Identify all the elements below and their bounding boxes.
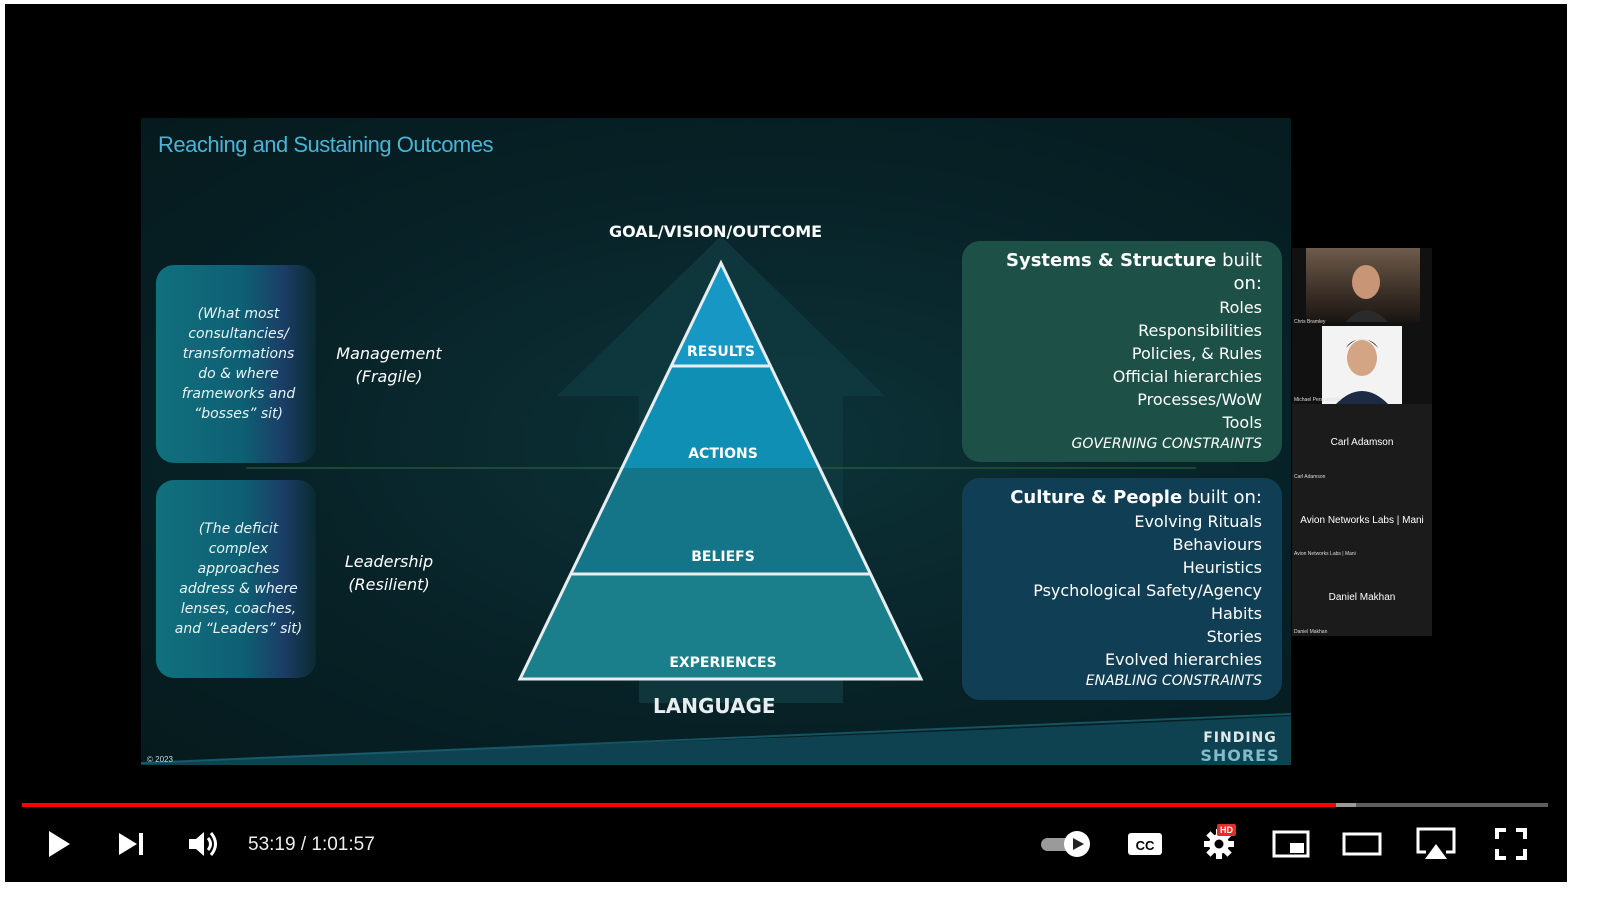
culture-people-box: Culture & People built on: Evolving Ritu… xyxy=(962,478,1282,700)
management-label-line2: (Fragile) xyxy=(355,367,423,386)
systems-item: Roles xyxy=(1219,298,1262,317)
tier-label-results: RESULTS xyxy=(686,344,756,360)
tier-label-actions: ACTIONS xyxy=(688,446,758,462)
culture-item: Heuristics xyxy=(1182,558,1262,577)
pyramid-diagram xyxy=(141,236,1291,765)
time-display: 53:19 / 1:01:57 xyxy=(248,834,375,855)
captions-icon: CC xyxy=(1128,833,1162,855)
video-player[interactable]: Reaching and Sustaining Outcomes GOAL/VI… xyxy=(5,4,1567,882)
culture-item: Habits xyxy=(1210,604,1262,623)
participant-caption: Daniel Makhan xyxy=(1294,629,1328,635)
enabling-constraints: ENABLING CONSTRAINTS xyxy=(1085,673,1262,689)
airplay-icon xyxy=(1416,827,1456,859)
volume-icon xyxy=(189,832,217,856)
finding-shores-logo: FINDING SHORES xyxy=(1195,730,1285,764)
play-button[interactable] xyxy=(41,819,77,869)
participant-video xyxy=(1306,248,1420,322)
participant-tile[interactable]: Carl Adamson Carl Adamson xyxy=(1292,404,1432,481)
systems-item: Responsibilities xyxy=(1138,321,1262,340)
tier-beliefs xyxy=(572,468,870,574)
participant-name: Daniel Makhan xyxy=(1328,592,1396,603)
leadership-label-line1: Leadership xyxy=(344,552,434,571)
systems-heading: Systems & Structure built on: xyxy=(1006,250,1262,294)
participant-caption: Avion Networks Labs | Mani xyxy=(1294,551,1356,557)
culture-item: Psychological Safety/Agency xyxy=(1033,581,1262,600)
hd-badge: HD xyxy=(1217,824,1236,836)
systems-item: Tools xyxy=(1222,413,1262,432)
tier-results xyxy=(672,263,769,366)
leadership-box-text: (The deficit complex approaches address … xyxy=(174,521,303,637)
settings-button[interactable]: HD xyxy=(1197,819,1241,869)
culture-item: Evolved hierarchies xyxy=(1105,650,1262,669)
participant-name: Carl Adamson xyxy=(1330,437,1394,448)
person-avatar-icon xyxy=(1346,265,1388,322)
systems-structure-box: Systems & Structure built on: Roles Resp… xyxy=(962,241,1282,462)
copyright: © 2023 xyxy=(147,755,173,764)
leadership-label: Leadership (Resilient) xyxy=(319,550,459,596)
progress-played xyxy=(22,803,1336,807)
participant-caption: Carl Adamson xyxy=(1294,474,1326,480)
participant-tile[interactable]: Chris Bramley xyxy=(1292,248,1432,326)
management-label: Management (Fragile) xyxy=(319,342,459,388)
person-avatar-icon xyxy=(1336,339,1388,404)
brand-line1: FINDING xyxy=(1203,730,1277,746)
culture-item: Stories xyxy=(1206,627,1262,646)
slide: Reaching and Sustaining Outcomes GOAL/VI… xyxy=(141,118,1291,765)
leadership-box: (The deficit complex approaches address … xyxy=(156,480,316,678)
participant-tile[interactable]: Daniel Makhan Daniel Makhan xyxy=(1292,558,1432,636)
control-bar: 53:19 / 1:01:57 CC xyxy=(5,819,1567,869)
systems-item: Processes/WoW xyxy=(1137,390,1262,409)
tier-label-beliefs: BELIEFS xyxy=(691,549,755,565)
tier-experiences xyxy=(520,574,921,679)
goal-label: GOAL/VISION/OUTCOME xyxy=(609,222,823,241)
autoplay-toggle-icon xyxy=(1041,831,1090,857)
leadership-label-line2: (Resilient) xyxy=(348,575,430,594)
pyramid-outline xyxy=(517,259,924,681)
management-box-text: (What most consultancies/ transformation… xyxy=(181,306,296,422)
governing-constraints: GOVERNING CONSTRAINTS xyxy=(1071,436,1262,452)
language-label: LANGUAGE xyxy=(653,694,776,718)
play-icon xyxy=(49,831,70,857)
participant-video xyxy=(1322,326,1402,404)
volume-button[interactable] xyxy=(183,819,223,869)
management-label-line1: Management xyxy=(336,344,442,363)
miniplayer-button[interactable] xyxy=(1270,819,1312,869)
fullscreen-icon xyxy=(1495,828,1527,860)
next-icon xyxy=(119,833,143,855)
systems-item: Official hierarchies xyxy=(1112,367,1262,386)
svg-text:CC: CC xyxy=(1136,838,1155,853)
gear-icon xyxy=(1204,829,1234,859)
fullscreen-button[interactable] xyxy=(1491,819,1531,869)
brand-line2: SHORES xyxy=(1200,746,1280,765)
cast-button[interactable] xyxy=(1413,819,1459,869)
theater-mode-button[interactable] xyxy=(1340,819,1384,869)
miniplayer-icon xyxy=(1272,830,1310,858)
theater-mode-icon xyxy=(1342,832,1382,856)
progress-bar[interactable] xyxy=(22,803,1548,807)
participant-caption: Chris Bramley xyxy=(1294,319,1326,325)
culture-heading: Culture & People built on: xyxy=(1010,487,1262,508)
participant-strip: Chris Bramley Michael Perscandola Carl A… xyxy=(1292,248,1432,636)
culture-item: Behaviours xyxy=(1172,535,1262,554)
participant-name: Avion Networks Labs | Mani xyxy=(1300,515,1424,526)
participant-tile[interactable]: Michael Perscandola xyxy=(1292,326,1432,404)
tier-actions xyxy=(623,366,819,468)
slide-title: Reaching and Sustaining Outcomes xyxy=(158,132,494,157)
next-button[interactable] xyxy=(113,819,149,869)
tier-label-experiences: EXPERIENCES xyxy=(669,655,777,671)
captions-button[interactable]: CC xyxy=(1125,819,1165,869)
participant-tile[interactable]: Avion Networks Labs | Mani Avion Network… xyxy=(1292,481,1432,558)
autoplay-toggle[interactable] xyxy=(1038,819,1094,869)
systems-item: Policies, & Rules xyxy=(1131,344,1262,363)
participant-caption: Michael Perscandola xyxy=(1294,397,1341,403)
culture-item: Evolving Rituals xyxy=(1134,512,1262,531)
management-box: (What most consultancies/ transformation… xyxy=(156,265,316,463)
bottom-wave xyxy=(141,716,1291,765)
